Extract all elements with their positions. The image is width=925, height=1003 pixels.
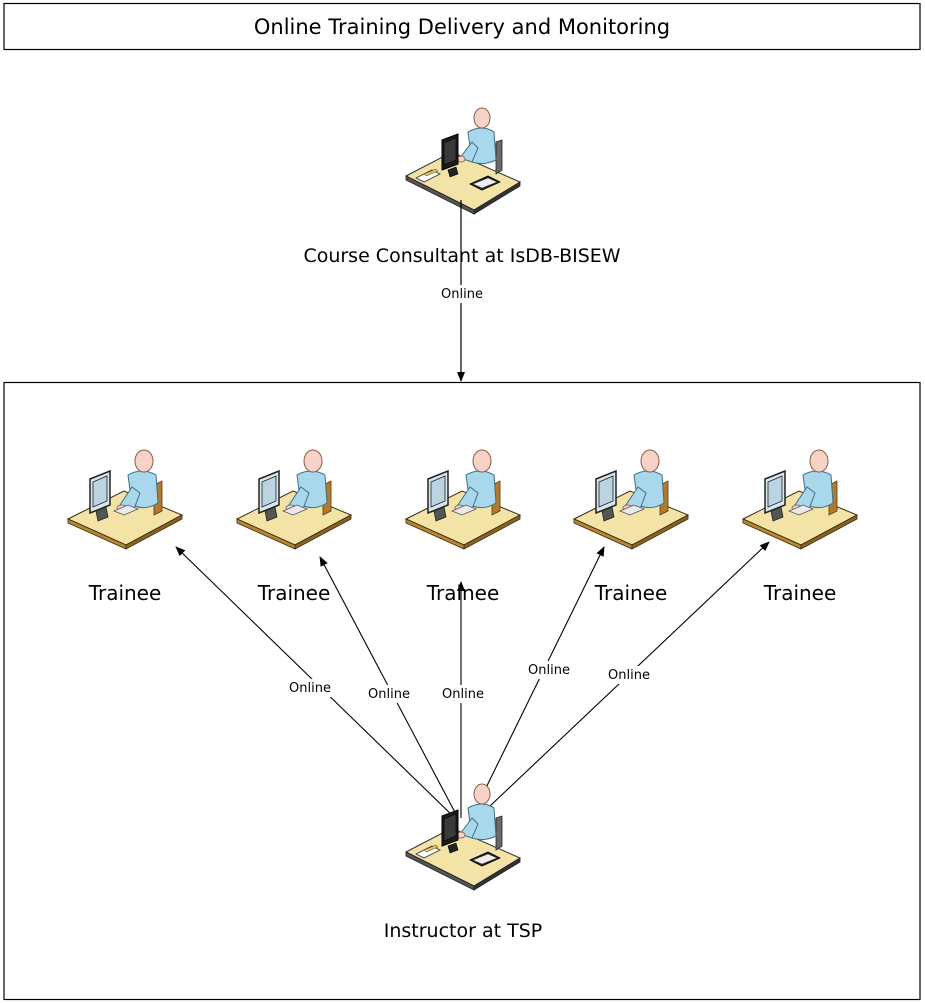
trainee-node-4: Trainee	[573, 449, 689, 605]
trainee-label-3: Trainee	[426, 581, 500, 605]
workstation-user-icon	[405, 783, 521, 891]
trainee-workstation-icon	[67, 449, 183, 550]
connector-label-3: Online	[442, 687, 484, 702]
consultant-label: Course Consultant at IsDB-BISEW	[303, 245, 620, 267]
trainee-node-2: Trainee	[236, 449, 352, 605]
trainee-label-1: Trainee	[88, 581, 162, 605]
title-box	[3, 2, 921, 51]
trainee-label-2: Trainee	[257, 581, 331, 605]
consultant-connector-label: Online	[441, 287, 483, 302]
connector-label-1: Online	[289, 681, 331, 696]
trainee-workstation-icon	[573, 449, 689, 550]
workstation-user-icon	[405, 107, 521, 215]
trainee-workstation-icon	[405, 449, 521, 550]
trainee-workstation-icon	[742, 449, 858, 550]
connector-label-5: Online	[608, 668, 650, 683]
training-group-box	[3, 381, 921, 1001]
instructor-node: Instructor at TSP	[384, 783, 542, 942]
trainee-label-5: Trainee	[763, 581, 837, 605]
trainee-node-3: Trainee	[405, 449, 521, 605]
diagram-title: Online Training Delivery and Monitoring	[254, 15, 670, 39]
trainee-node-1: Trainee	[67, 449, 183, 605]
instructor-label: Instructor at TSP	[384, 920, 542, 942]
trainee-workstation-icon	[236, 449, 352, 550]
consultant-node: Course Consultant at IsDB-BISEW	[303, 107, 621, 267]
trainee-node-5: Trainee	[742, 449, 858, 605]
connector-label-4: Online	[528, 663, 570, 678]
connector-label-2: Online	[368, 687, 410, 702]
trainee-label-4: Trainee	[594, 581, 668, 605]
